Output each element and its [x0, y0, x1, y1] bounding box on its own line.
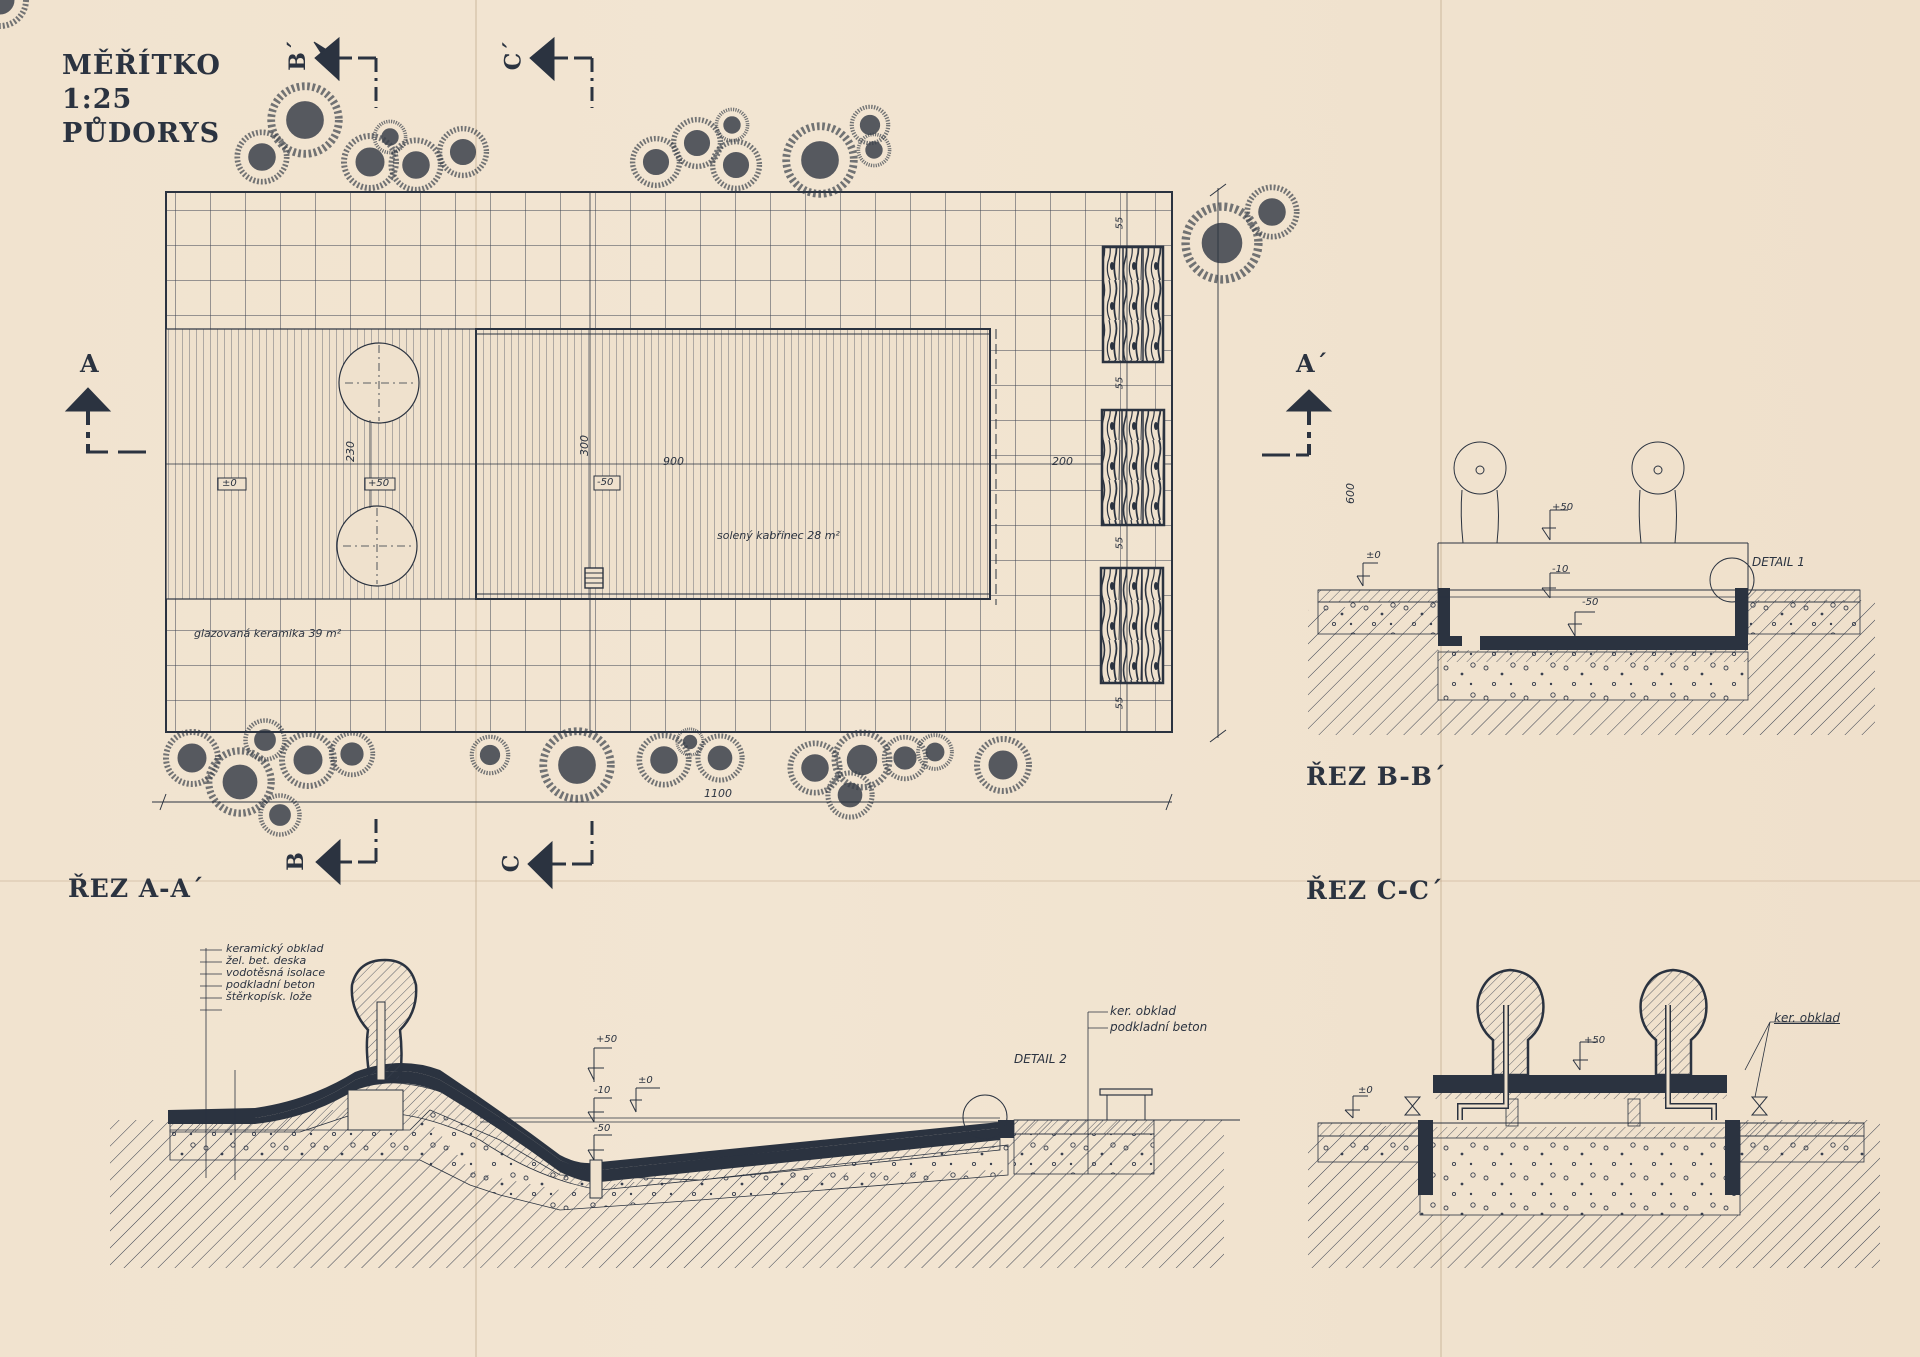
dim-left-zone: 230 — [344, 441, 357, 462]
detail-1-label: DETAIL 1 — [1752, 555, 1805, 569]
level-minus50-bb: -50 — [1582, 597, 1599, 608]
dim-bench-gap-3: 55 — [1114, 536, 1126, 550]
paper-fold-line — [0, 880, 1920, 882]
level-minus50-aa: -50 — [594, 1123, 611, 1134]
level-minus10-bb: -10 — [1552, 564, 1569, 575]
section-marker-a-prime: A´ — [1296, 349, 1329, 378]
dim-pool-length: 900 — [663, 455, 684, 468]
view-title-plan: PŮDORYS — [62, 118, 221, 149]
layer-label-1: keramický obklad — [226, 942, 324, 955]
section-marker-c-prime: C´ — [500, 39, 527, 71]
level-zero-plan: ±0 — [222, 478, 237, 489]
section-marker-b: B — [282, 851, 309, 871]
tree-symbols — [0, 0, 1297, 835]
dim-bench-gap-2: 55 — [1114, 376, 1126, 390]
level-plus50-aa: +50 — [596, 1034, 618, 1045]
dim-bench-gap-4: 55 — [1114, 696, 1126, 710]
layer-label-5: štěrkopísk. lože — [226, 990, 312, 1003]
scale-label: MĚŘÍTKO — [62, 50, 221, 81]
callout-ker-obklad: ker. obklad — [1110, 1004, 1177, 1018]
section-marker-a: A — [80, 349, 100, 378]
dim-right-strip: 200 — [1052, 455, 1073, 468]
section-arrows — [64, 36, 1333, 890]
section-marker-c: C — [498, 853, 525, 873]
level-zero-bb: ±0 — [1366, 550, 1381, 561]
section-marker-b-prime: B´ — [284, 39, 311, 71]
floor-plan — [152, 183, 1227, 811]
callout-ker-obklad-cc: ker. obklad — [1774, 1011, 1841, 1025]
dim-overall-width: 600 — [1344, 483, 1357, 504]
level-zero-aa: ±0 — [638, 1075, 653, 1086]
pool-area-label: solený kabřinec 28 m² — [717, 529, 840, 542]
section-a-a-title: ŘEZ A-A´ — [68, 874, 205, 903]
detail-2-label: DETAIL 2 — [1014, 1052, 1067, 1066]
dim-pool-width: 300 — [578, 435, 591, 456]
callout-podkladni-beton: podkladní beton — [1110, 1020, 1208, 1034]
section-a-a-drawing — [110, 948, 1240, 1268]
level-minus-plan: -50 — [597, 477, 614, 488]
level-zero-cc: ±0 — [1358, 1085, 1373, 1096]
layer-label-3: vodotěsná isolace — [226, 966, 326, 979]
layer-label-4: podkladní beton — [226, 978, 316, 991]
tile-area-label: glazovaná keramika 39 m² — [194, 627, 342, 640]
section-c-c-drawing — [1308, 968, 1880, 1268]
scale-value: 1:25 — [62, 84, 133, 115]
dim-bench-gap-1: 55 — [1114, 216, 1126, 230]
level-plus-plan: +50 — [368, 478, 390, 489]
section-b-b-title: ŘEZ B-B´ — [1306, 762, 1447, 791]
dim-overall-length: 1100 — [704, 787, 732, 800]
section-c-c-title: ŘEZ C-C´ — [1306, 876, 1444, 905]
level-plus50-cc: +50 — [1584, 1035, 1606, 1046]
level-plus50-bb: +50 — [1552, 502, 1574, 513]
section-b-b-drawing — [1308, 441, 1875, 735]
level-minus10-aa: -10 — [594, 1085, 611, 1096]
layer-label-2: žel. bet. deska — [226, 954, 307, 967]
